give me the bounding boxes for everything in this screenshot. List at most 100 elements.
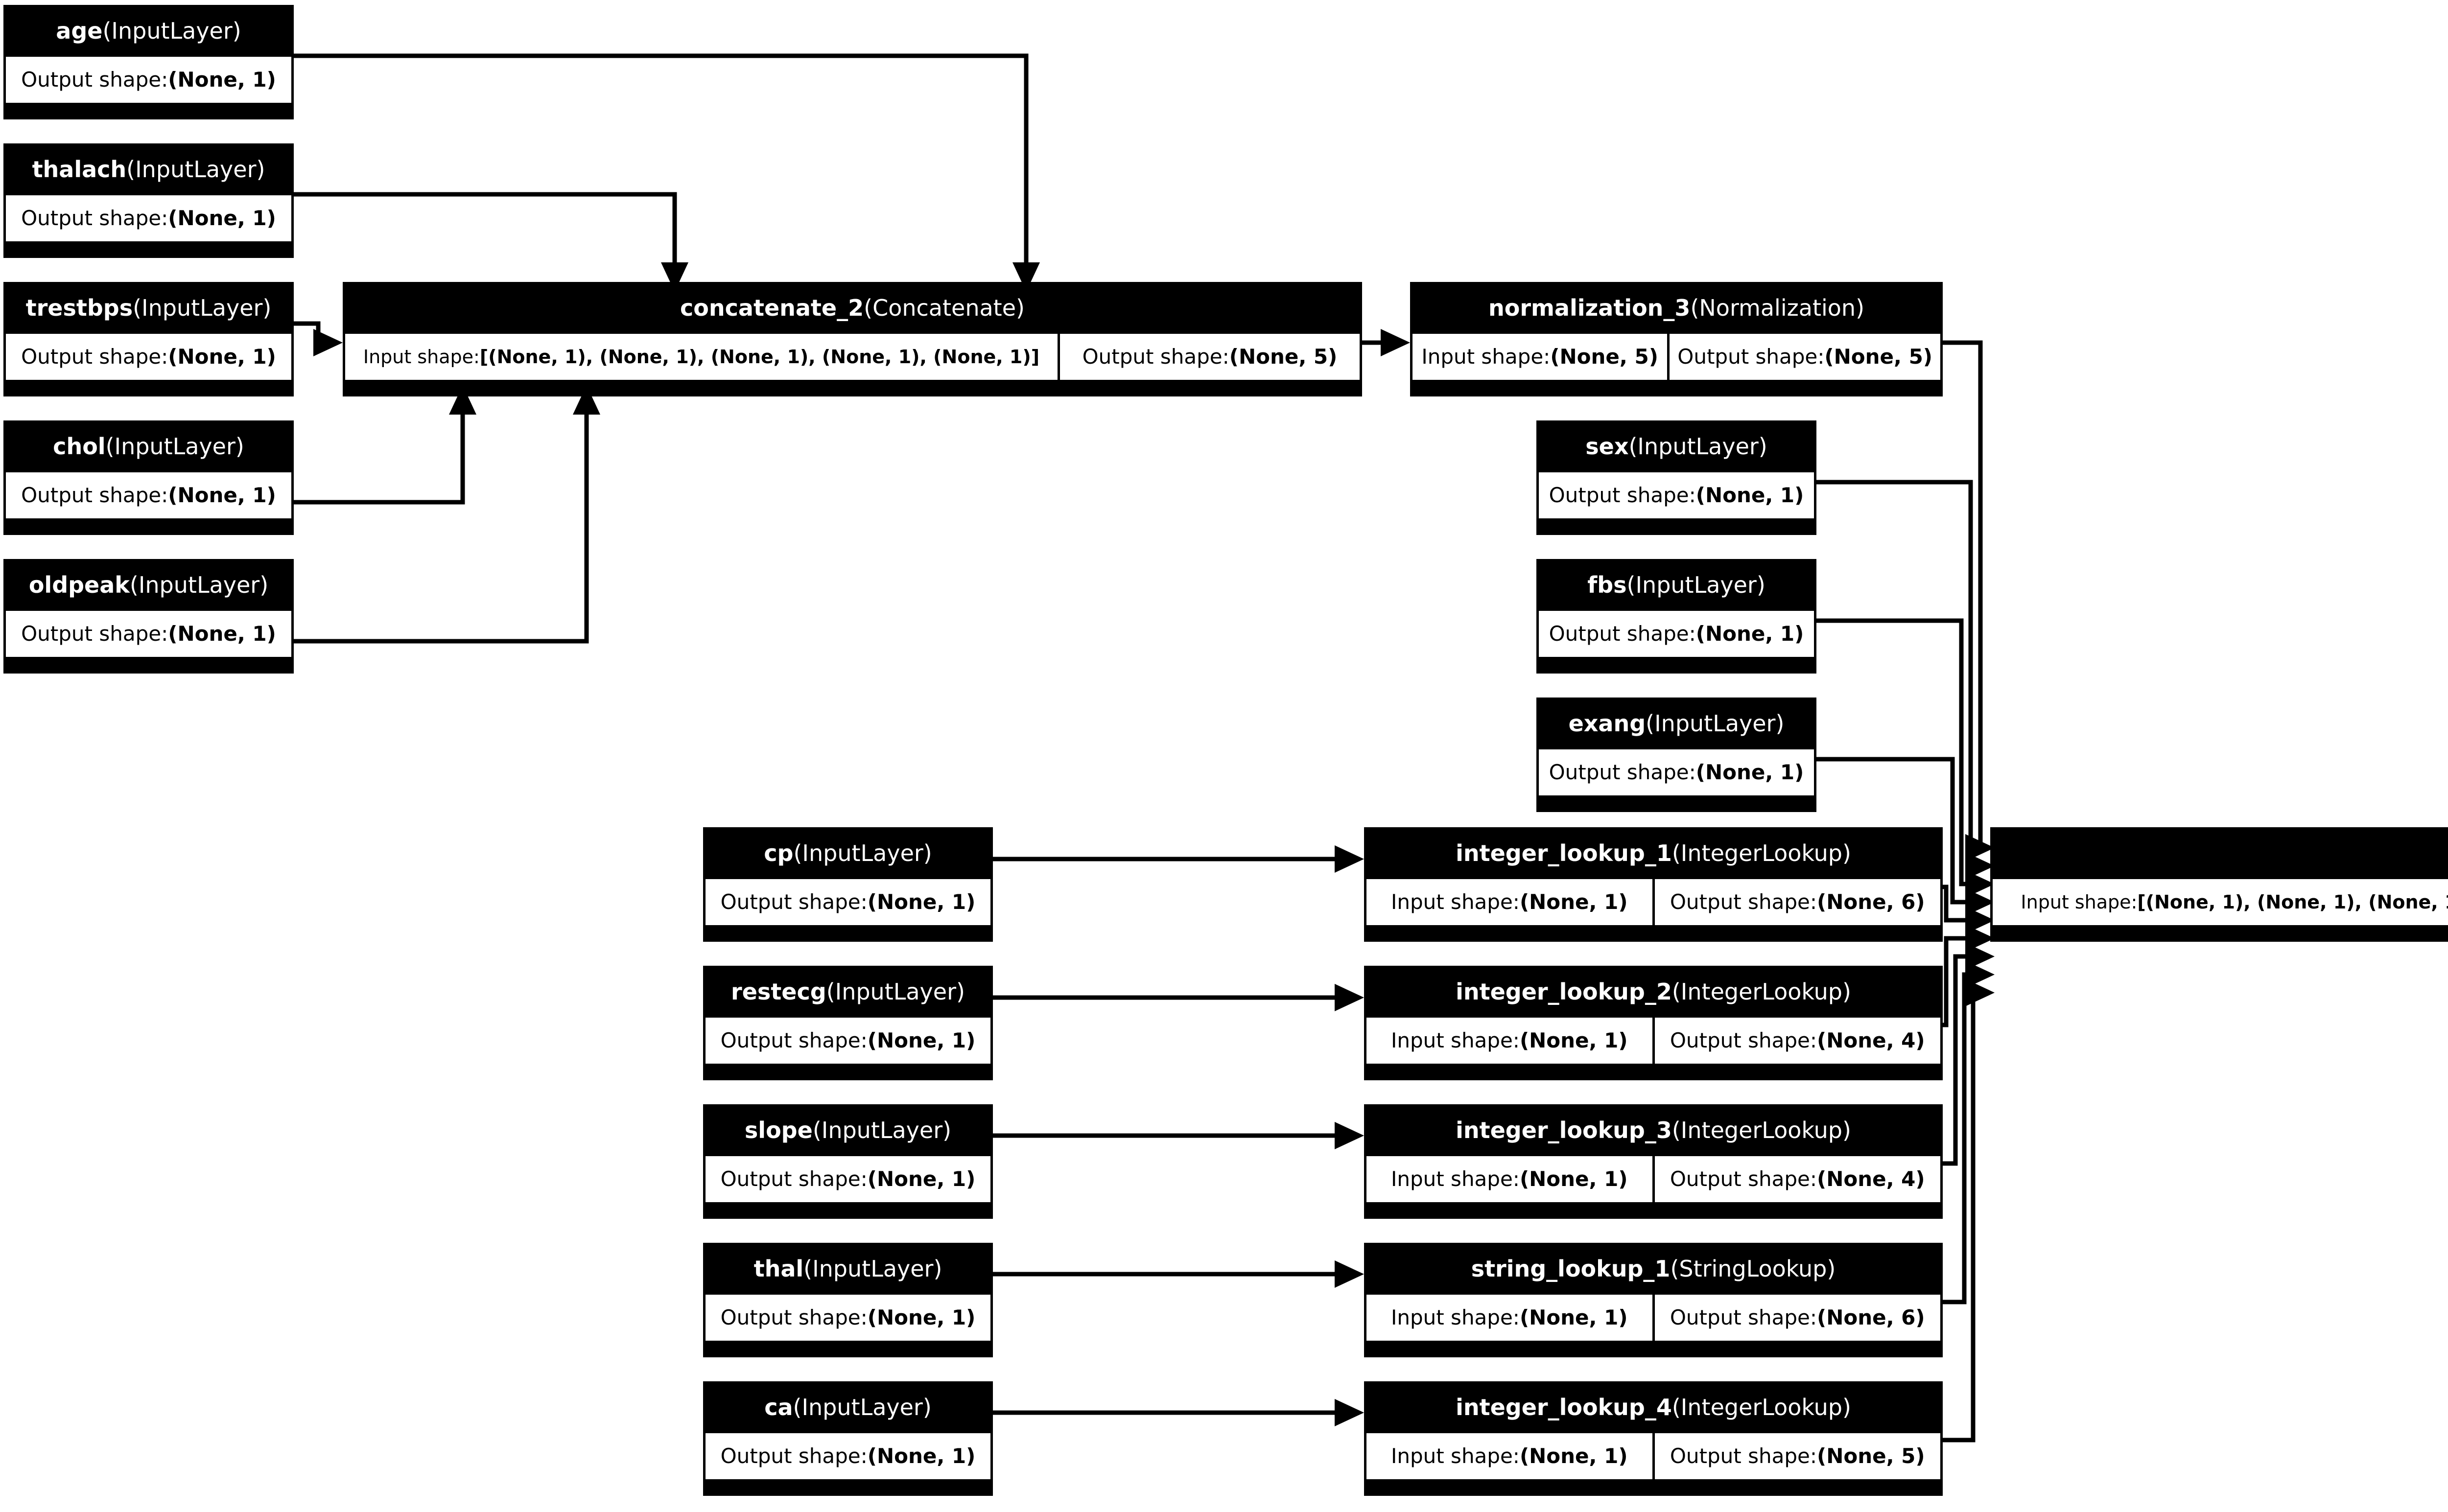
- node-integer-lookup-3-name: integer_lookup_3: [1456, 1117, 1672, 1143]
- node-integer-lookup-4-output-shape: Output shape:(None, 5): [1652, 1433, 1940, 1479]
- node-slope-output-shape: Output shape:(None, 1): [706, 1156, 990, 1202]
- node-integer-lookup-4[interactable]: integer_lookup_4(IntegerLookup) Input sh…: [1364, 1381, 1943, 1496]
- node-integer-lookup-1-output-shape: Output shape:(None, 6): [1652, 879, 1940, 925]
- node-restecg-shapes: Output shape:(None, 1): [706, 1015, 990, 1064]
- node-restecg-type: (InputLayer): [826, 978, 965, 1005]
- node-integer-lookup-2-output-shape: Output shape:(None, 4): [1652, 1018, 1940, 1064]
- node-chol-type: (InputLayer): [105, 433, 244, 460]
- node-cp-title: cp(InputLayer): [706, 830, 990, 877]
- node-integer-lookup-3[interactable]: integer_lookup_3(IntegerLookup) Input sh…: [1364, 1104, 1943, 1219]
- node-fbs-title: fbs(InputLayer): [1539, 561, 1814, 608]
- node-ca-shapes: Output shape:(None, 1): [706, 1431, 990, 1479]
- node-integer-lookup-2-title: integer_lookup_2(IntegerLookup): [1366, 968, 1940, 1015]
- node-sex-type: (InputLayer): [1628, 433, 1767, 460]
- node-integer-lookup-2[interactable]: integer_lookup_2(IntegerLookup) Input sh…: [1364, 966, 1943, 1080]
- node-integer-lookup-3-title: integer_lookup_3(IntegerLookup): [1366, 1107, 1940, 1154]
- node-thal-name: thal: [753, 1256, 804, 1282]
- node-ca[interactable]: ca(InputLayer) Output shape:(None, 1): [703, 1381, 993, 1496]
- node-concatenate-3-title: concatenate_3(Concatenate): [1993, 830, 2448, 877]
- node-integer-lookup-2-input-shape: Input shape:(None, 1): [1366, 1018, 1652, 1064]
- node-string-lookup-1-input-shape: Input shape:(None, 1): [1366, 1295, 1652, 1341]
- node-concatenate-2-name: concatenate_2: [680, 295, 864, 321]
- node-integer-lookup-1[interactable]: integer_lookup_1(IntegerLookup) Input sh…: [1364, 827, 1943, 942]
- node-sex-name: sex: [1585, 433, 1629, 460]
- node-thal-output-shape: Output shape:(None, 1): [706, 1295, 990, 1341]
- node-restecg-name: restecg: [731, 978, 826, 1005]
- node-cp[interactable]: cp(InputLayer) Output shape:(None, 1): [703, 827, 993, 942]
- node-integer-lookup-4-name: integer_lookup_4: [1456, 1394, 1672, 1420]
- node-chol-title: chol(InputLayer): [6, 423, 291, 470]
- node-concatenate-2-output-shape: Output shape:(None, 5): [1058, 334, 1360, 380]
- node-oldpeak[interactable]: oldpeak(InputLayer) Output shape:(None, …: [3, 559, 294, 674]
- node-normalization-3-shapes: Input shape:(None, 5) Output shape:(None…: [1412, 331, 1940, 380]
- node-thalach-title: thalach(InputLayer): [6, 146, 291, 193]
- node-fbs-type: (InputLayer): [1626, 572, 1765, 598]
- node-chol[interactable]: chol(InputLayer) Output shape:(None, 1): [3, 420, 294, 535]
- node-thalach[interactable]: thalach(InputLayer) Output shape:(None, …: [3, 143, 294, 258]
- node-oldpeak-title: oldpeak(InputLayer): [6, 561, 291, 608]
- node-trestbps-name: trestbps: [25, 295, 133, 321]
- node-thal-shapes: Output shape:(None, 1): [706, 1292, 990, 1341]
- node-integer-lookup-2-type: (IntegerLookup): [1671, 978, 1851, 1005]
- node-chol-shapes: Output shape:(None, 1): [6, 470, 291, 518]
- node-chol-name: chol: [53, 433, 106, 460]
- node-string-lookup-1-output-shape: Output shape:(None, 6): [1652, 1295, 1940, 1341]
- node-chol-output-shape: Output shape:(None, 1): [6, 472, 291, 518]
- node-restecg[interactable]: restecg(InputLayer) Output shape:(None, …: [703, 966, 993, 1080]
- node-age-output-shape: Output shape:(None, 1): [6, 57, 291, 103]
- node-integer-lookup-1-input-shape: Input shape:(None, 1): [1366, 879, 1652, 925]
- node-string-lookup-1[interactable]: string_lookup_1(StringLookup) Input shap…: [1364, 1243, 1943, 1357]
- node-integer-lookup-4-input-shape: Input shape:(None, 1): [1366, 1433, 1652, 1479]
- node-trestbps-output-shape: Output shape:(None, 1): [6, 334, 291, 380]
- node-normalization-3-title: normalization_3(Normalization): [1412, 284, 1940, 331]
- node-integer-lookup-4-title: integer_lookup_4(IntegerLookup): [1366, 1384, 1940, 1431]
- node-integer-lookup-4-shapes: Input shape:(None, 1) Output shape:(None…: [1366, 1431, 1940, 1479]
- node-integer-lookup-3-shapes: Input shape:(None, 1) Output shape:(None…: [1366, 1154, 1940, 1202]
- node-age-name: age: [56, 18, 103, 44]
- node-slope-shapes: Output shape:(None, 1): [706, 1154, 990, 1202]
- node-integer-lookup-3-type: (IntegerLookup): [1671, 1117, 1851, 1143]
- node-concatenate-2-title: concatenate_2(Concatenate): [345, 284, 1360, 331]
- node-concatenate-3-input-shape: Input shape:[(None, 1), (None, 1), (None…: [1993, 879, 2448, 925]
- node-age-type: (InputLayer): [102, 18, 241, 44]
- node-integer-lookup-2-shapes: Input shape:(None, 1) Output shape:(None…: [1366, 1015, 1940, 1064]
- node-trestbps[interactable]: trestbps(InputLayer) Output shape:(None,…: [3, 282, 294, 396]
- node-age-shapes: Output shape:(None, 1): [6, 54, 291, 103]
- node-trestbps-shapes: Output shape:(None, 1): [6, 331, 291, 380]
- node-slope[interactable]: slope(InputLayer) Output shape:(None, 1): [703, 1104, 993, 1219]
- node-slope-type: (InputLayer): [812, 1117, 952, 1143]
- node-sex[interactable]: sex(InputLayer) Output shape:(None, 1): [1536, 420, 1816, 535]
- node-thal-type: (InputLayer): [803, 1256, 942, 1282]
- node-thalach-name: thalach: [32, 156, 127, 183]
- node-thal[interactable]: thal(InputLayer) Output shape:(None, 1): [703, 1243, 993, 1357]
- node-sex-output-shape: Output shape:(None, 1): [1539, 472, 1814, 518]
- node-cp-name: cp: [764, 840, 794, 866]
- node-integer-lookup-2-name: integer_lookup_2: [1456, 978, 1672, 1005]
- node-integer-lookup-1-name: integer_lookup_1: [1456, 840, 1672, 866]
- node-thal-title: thal(InputLayer): [706, 1245, 990, 1292]
- node-restecg-output-shape: Output shape:(None, 1): [706, 1018, 990, 1064]
- node-integer-lookup-3-output-shape: Output shape:(None, 4): [1652, 1156, 1940, 1202]
- node-ca-output-shape: Output shape:(None, 1): [706, 1433, 990, 1479]
- node-integer-lookup-1-title: integer_lookup_1(IntegerLookup): [1366, 830, 1940, 877]
- node-age[interactable]: age(InputLayer) Output shape:(None, 1): [3, 5, 294, 119]
- node-ca-title: ca(InputLayer): [706, 1384, 990, 1431]
- node-trestbps-title: trestbps(InputLayer): [6, 284, 291, 331]
- node-fbs-name: fbs: [1587, 572, 1627, 598]
- node-trestbps-type: (InputLayer): [133, 295, 272, 321]
- node-integer-lookup-1-shapes: Input shape:(None, 1) Output shape:(None…: [1366, 877, 1940, 925]
- node-integer-lookup-3-input-shape: Input shape:(None, 1): [1366, 1156, 1652, 1202]
- node-slope-name: slope: [744, 1117, 813, 1143]
- node-sex-shapes: Output shape:(None, 1): [1539, 470, 1814, 518]
- node-cp-shapes: Output shape:(None, 1): [706, 877, 990, 925]
- node-thalach-shapes: Output shape:(None, 1): [6, 193, 291, 241]
- node-fbs-output-shape: Output shape:(None, 1): [1539, 611, 1814, 657]
- node-exang[interactable]: exang(InputLayer) Output shape:(None, 1): [1536, 698, 1816, 812]
- node-fbs[interactable]: fbs(InputLayer) Output shape:(None, 1): [1536, 559, 1816, 674]
- node-exang-shapes: Output shape:(None, 1): [1539, 747, 1814, 795]
- node-normalization-3[interactable]: normalization_3(Normalization) Input sha…: [1410, 282, 1943, 396]
- node-integer-lookup-1-type: (IntegerLookup): [1671, 840, 1851, 866]
- node-concatenate-2[interactable]: concatenate_2(Concatenate) Input shape:[…: [343, 282, 1362, 396]
- node-concatenate-3[interactable]: concatenate_3(Concatenate) Input shape:[…: [1990, 827, 2448, 942]
- node-oldpeak-type: (InputLayer): [129, 572, 269, 598]
